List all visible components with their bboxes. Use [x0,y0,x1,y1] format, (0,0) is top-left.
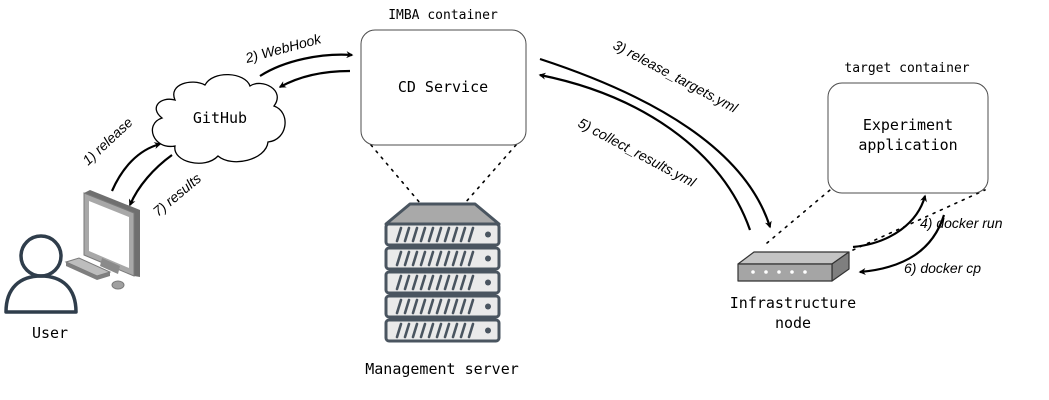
docker-cp-arrow [858,214,946,275]
release-arrow [110,142,162,192]
user-label: User [32,324,68,342]
flow-arrows [110,51,946,275]
imba-container-caption: IMBA container [388,8,498,23]
webhook-arrow [259,51,354,77]
release-edge-label: 1) release [79,114,136,168]
collect-results-arrow [538,72,752,231]
github-cloud [151,73,286,164]
results-edge-label: 7) results [150,170,204,219]
infrastructure-node-label-line1: Infrastructure [730,294,856,312]
docker-cp-edge-label: 6) docker cp [904,260,981,276]
cd-service-label: CD Service [398,78,488,96]
experiment-application-label-line1: Experiment [863,116,953,134]
network-switch-icon [737,251,850,282]
dotted-connectors [370,144,986,251]
infrastructure-node-label-line2: node [775,314,811,332]
docker-run-arrow [852,194,927,249]
server-icon [384,202,501,343]
experiment-application-label-line2: application [858,136,957,154]
management-server-label: Management server [365,360,519,378]
experiment-application-box [827,82,989,194]
docker-run-edge-label: 4) docker run [920,215,1003,231]
user-icon [4,234,78,314]
cd-service-box [360,29,527,146]
target-container-caption: target container [844,61,969,76]
github-label: GitHub [193,109,247,127]
webhook-edge-label: 2) WebHook [243,30,324,66]
computer-icon [64,190,140,290]
webhook-return-arrow [278,69,351,88]
results-arrow [128,154,173,207]
collect-results-edge-label: 5) collect_results.yml [576,115,700,191]
release-targets-arrow [539,57,772,229]
